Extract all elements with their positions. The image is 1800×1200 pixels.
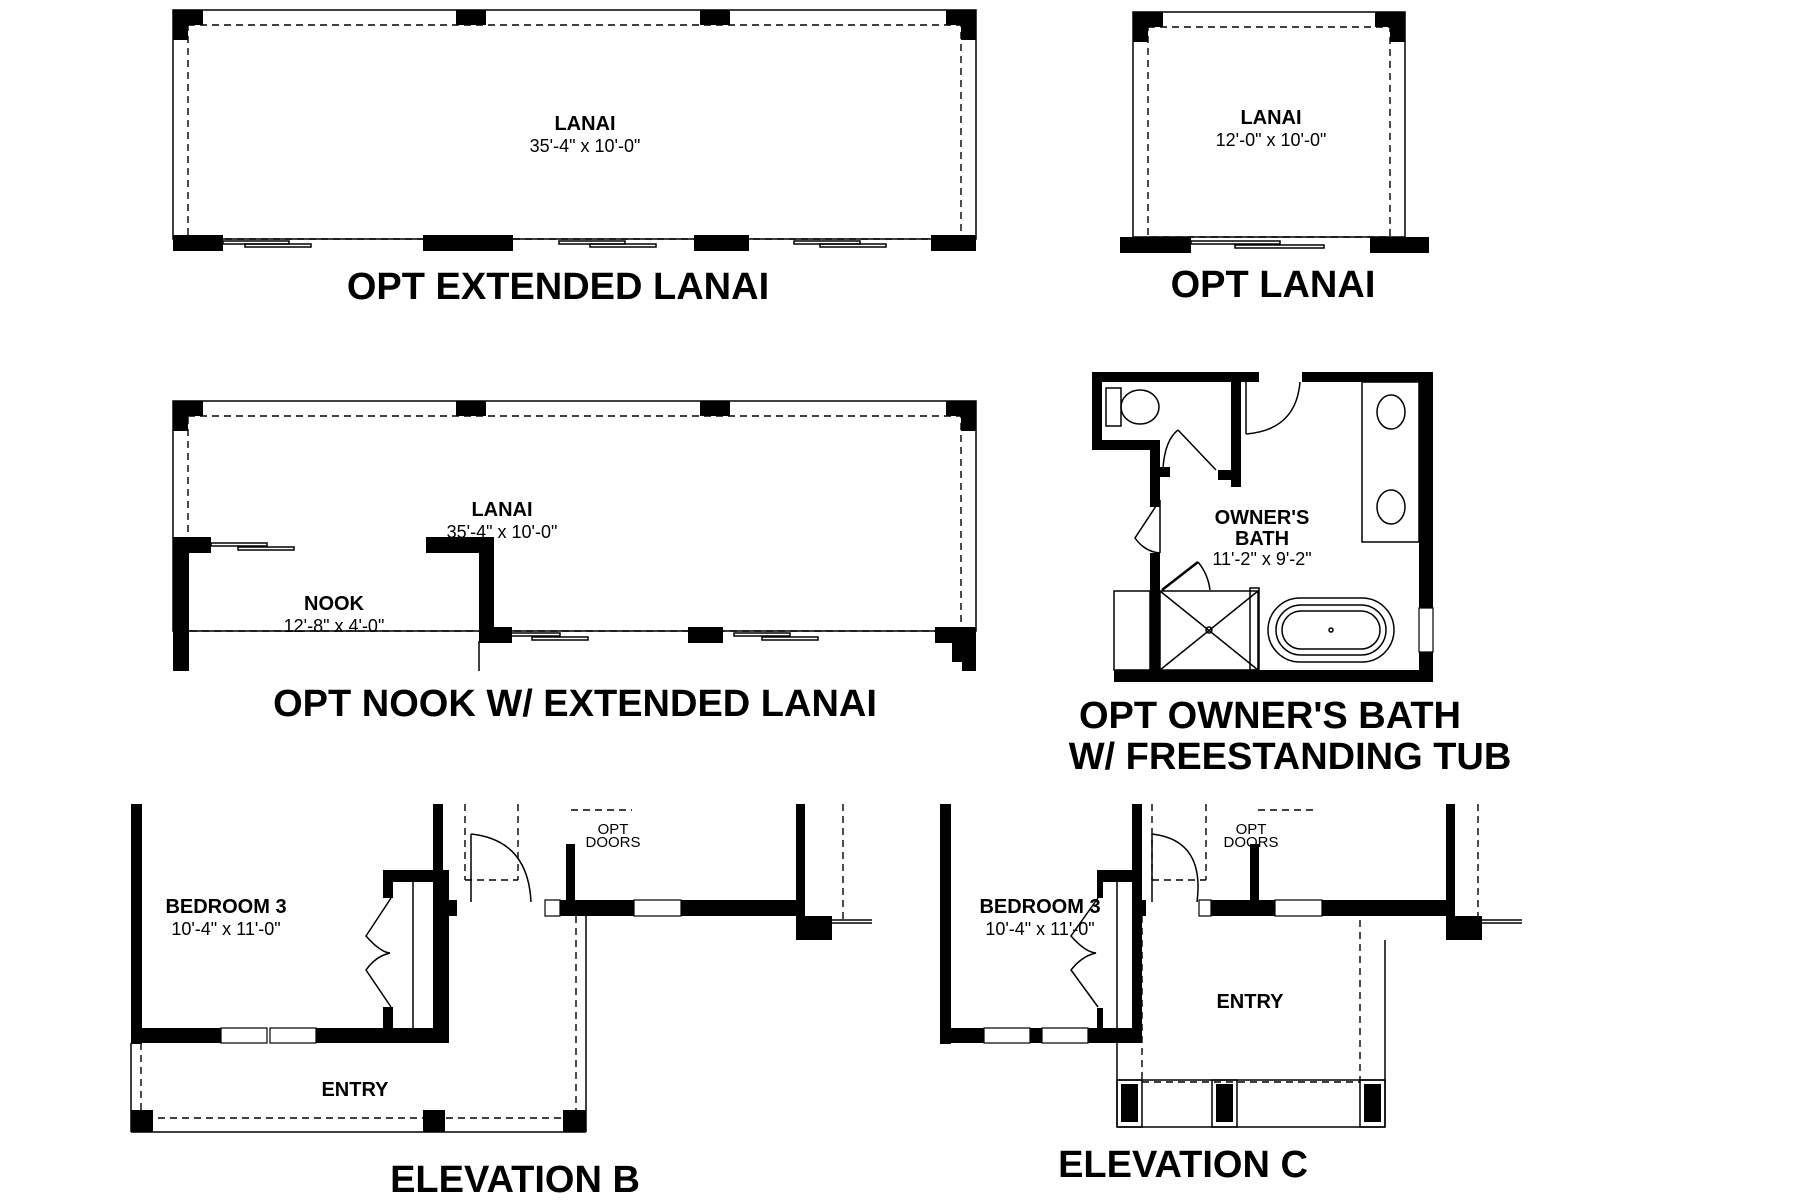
room-dimensions-nook: 12'-8" x 4'-0"	[284, 616, 385, 636]
room-label-lanai: LANAI	[1240, 107, 1301, 129]
plan-title-elevation-c: ELEVATION C	[1058, 1144, 1308, 1186]
note-opt-doors-line1: OPT	[1236, 821, 1267, 838]
room-label-owners-bath-line2: BATH	[1235, 528, 1289, 550]
plan-title-opt-extended-lanai: OPT EXTENDED LANAI	[347, 266, 769, 308]
plan-opt-nook-extended-lanai: LANAI 35'-4" x 10'-0" NOOK 12'-8" x 4'-0…	[172, 400, 977, 725]
plan-title-opt-nook-extended-lanai: OPT NOOK W/ EXTENDED LANAI	[273, 683, 877, 725]
plan-title-opt-lanai: OPT LANAI	[1171, 264, 1376, 306]
room-dimensions-lanai: 35'-4" x 10'-0"	[447, 522, 558, 542]
plan-title-owners-bath-line2: W/ FREESTANDING TUB	[1069, 736, 1512, 778]
plan-elevation-c: OPT DOORS BEDROOM 3 10'-4" x 11'-0" ENTR…	[940, 804, 1522, 1186]
plan-elevation-b: OPT DOORS BEDROOM 3 10'-4" x 11'-0" ENTR…	[130, 804, 872, 1200]
room-label-lanai: LANAI	[471, 499, 532, 521]
room-label-entry: ENTRY	[321, 1079, 389, 1101]
room-label-nook: NOOK	[304, 593, 365, 615]
plan-title-elevation-b: ELEVATION B	[390, 1159, 640, 1200]
room-label-lanai: LANAI	[554, 113, 615, 135]
plan-opt-extended-lanai: LANAI 35'-4" x 10'-0" OPT EXTENDED LANAI	[172, 9, 977, 308]
note-opt-doors-line2: DOORS	[1223, 834, 1278, 851]
room-dimensions-bedroom-3: 10'-4" x 11'-0"	[985, 919, 1094, 939]
room-dimensions-lanai: 12'-0" x 10'-0"	[1216, 130, 1327, 150]
note-opt-doors-line2: DOORS	[585, 834, 640, 851]
plan-title-owners-bath-line1: OPT OWNER'S BATH	[1079, 695, 1461, 737]
plan-opt-owners-bath: OWNER'S BATH 11'-2" x 9'-2" OPT OWNER'S …	[1069, 372, 1512, 778]
room-dimensions-owners-bath: 11'-2" x 9'-2"	[1212, 549, 1311, 569]
room-label-entry: ENTRY	[1216, 991, 1284, 1013]
room-label-bedroom-3: BEDROOM 3	[165, 896, 286, 918]
plan-opt-lanai: LANAI 12'-0" x 10'-0" OPT LANAI	[1120, 11, 1429, 306]
room-label-bedroom-3: BEDROOM 3	[979, 896, 1100, 918]
note-opt-doors-line1: OPT	[598, 821, 629, 838]
room-dimensions-bedroom-3: 10'-4" x 11'-0"	[171, 919, 280, 939]
room-label-owners-bath-line1: OWNER'S	[1215, 507, 1310, 529]
room-dimensions-lanai: 35'-4" x 10'-0"	[530, 136, 641, 156]
